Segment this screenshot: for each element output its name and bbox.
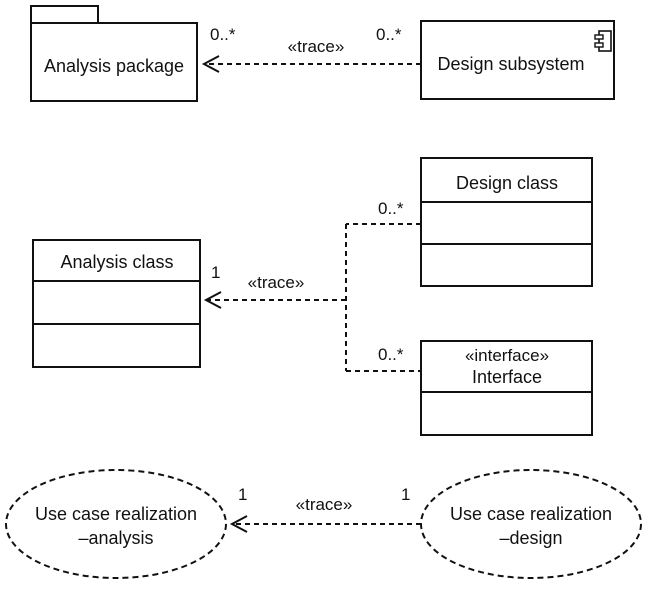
use-case-realization-analysis[interactable]: Use case realization –analysis — [5, 469, 227, 579]
analysis-class-mult: 1 — [211, 263, 220, 282]
use-case-trace-dependency: «trace» 1 1 — [229, 485, 421, 533]
analysis-package[interactable]: Analysis package — [30, 5, 198, 102]
design-subsystem-body — [420, 20, 615, 100]
use-case-mult-right: 1 — [401, 485, 410, 504]
design-class-name: Design class — [456, 173, 558, 193]
analysis-package-tab — [30, 5, 99, 24]
package-trace-label: «trace» — [288, 37, 345, 56]
use-case-trace-label: «trace» — [296, 495, 353, 514]
design-class[interactable]: Design class — [420, 157, 593, 287]
class-trace-label: «trace» — [248, 273, 305, 292]
analysis-package-body — [30, 22, 198, 102]
use-case-mult-left: 1 — [238, 485, 247, 504]
interface-class[interactable]: «interface» Interface — [420, 340, 593, 436]
package-mult-right: 0..* — [376, 25, 402, 44]
design-subsystem-label: Design subsystem — [437, 54, 584, 74]
analysis-package-label: Analysis package — [44, 56, 184, 76]
package-mult-left: 0..* — [210, 25, 236, 44]
interface-mult: 0..* — [378, 345, 404, 364]
use-case-analysis-ellipse — [5, 469, 227, 579]
class-trace-dependency: «trace» 1 0..* 0..* — [203, 199, 421, 372]
use-case-design-line2: –design — [499, 528, 562, 548]
interface-name: Interface — [472, 367, 542, 387]
interface-class-box — [420, 340, 593, 436]
component-icon — [594, 30, 612, 52]
analysis-class-box — [32, 239, 201, 368]
use-case-realization-design[interactable]: Use case realization –design — [420, 469, 642, 579]
use-case-design-line1: Use case realization — [450, 504, 612, 524]
use-case-trace-arrowhead — [229, 515, 248, 533]
class-trace-arrowhead — [203, 291, 222, 309]
design-subsystem[interactable]: Design subsystem — [420, 20, 615, 100]
use-case-analysis-line1: Use case realization — [35, 504, 197, 524]
interface-stereotype: «interface» — [465, 346, 549, 365]
package-trace-dependency: «trace» 0..* 0..* — [201, 25, 421, 73]
package-trace-arrowhead — [201, 55, 220, 73]
use-case-analysis-line2: –analysis — [78, 528, 153, 548]
analysis-class-name: Analysis class — [60, 252, 173, 272]
analysis-class[interactable]: Analysis class — [32, 239, 201, 368]
design-class-box — [420, 157, 593, 287]
use-case-design-ellipse — [420, 469, 642, 579]
design-class-mult: 0..* — [378, 199, 404, 218]
